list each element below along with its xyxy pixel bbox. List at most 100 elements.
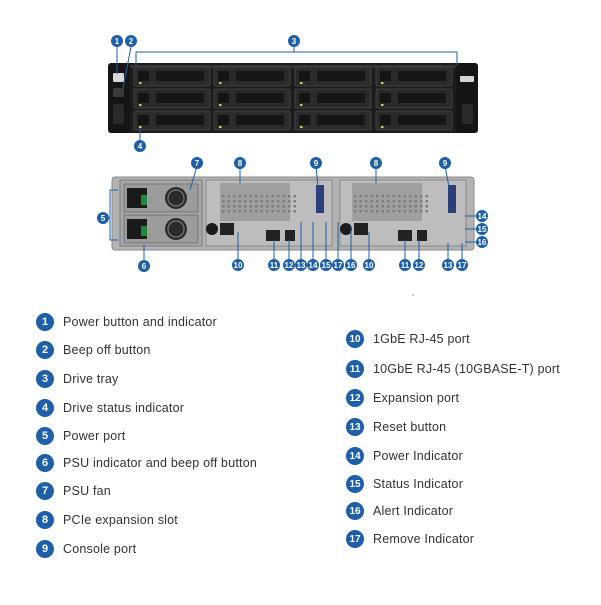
svg-text:9: 9 bbox=[314, 159, 319, 168]
drive-status-led bbox=[139, 126, 142, 128]
svg-text:3: 3 bbox=[292, 37, 297, 46]
legend-badge: 13 bbox=[346, 418, 364, 436]
legend-label: PSU indicator and beep off button bbox=[63, 456, 258, 470]
drive-status-led bbox=[219, 82, 222, 84]
drive-tray bbox=[294, 66, 372, 87]
drive-tray-grid bbox=[133, 66, 453, 131]
drive-tray bbox=[375, 88, 453, 109]
legend-badge: 8 bbox=[36, 511, 54, 529]
legend-label: Alert Indicator bbox=[373, 504, 454, 518]
legend-label: Status Indicator bbox=[373, 477, 464, 491]
legend-badge: 17 bbox=[346, 530, 364, 548]
drive-tray bbox=[213, 88, 291, 109]
callout-badge-11: 11 bbox=[399, 259, 411, 271]
legend-badge: 9 bbox=[36, 540, 54, 558]
legend-label: Console port bbox=[63, 542, 137, 556]
drive-tray bbox=[294, 110, 372, 131]
callout-badge-17: 17 bbox=[456, 259, 468, 271]
beep-off-button-icon bbox=[113, 88, 124, 97]
console-port-1-icon bbox=[316, 185, 324, 213]
svg-text:5: 5 bbox=[101, 214, 106, 223]
drive-status-led bbox=[381, 126, 384, 128]
svg-text:1: 1 bbox=[115, 37, 120, 46]
legend-badge: 1 bbox=[36, 313, 54, 331]
drive-status-led bbox=[381, 104, 384, 106]
svg-text:10: 10 bbox=[234, 261, 243, 270]
legend-badge: 10 bbox=[346, 330, 364, 348]
legend-label: Power port bbox=[63, 429, 126, 443]
callout-badge-8: 8 bbox=[234, 157, 246, 169]
svg-text:8: 8 bbox=[238, 159, 243, 168]
legend-label: 1GbE RJ-45 port bbox=[373, 332, 470, 346]
callout-badge-12: 12 bbox=[413, 259, 425, 271]
vent-grid bbox=[222, 195, 428, 213]
legend-item-17: 17 Remove Indicator bbox=[346, 530, 474, 548]
callout-badge-3: 3 bbox=[288, 35, 300, 47]
callout-badge-1: 1 bbox=[111, 35, 123, 47]
callout-badge-8: 8 bbox=[370, 157, 382, 169]
legend-item-16: 16 Alert Indicator bbox=[346, 502, 453, 520]
legend-badge: 11 bbox=[346, 360, 364, 378]
callout-badge-2: 2 bbox=[125, 35, 137, 47]
legend-badge: 7 bbox=[36, 482, 54, 500]
callout-badge-14: 14 bbox=[476, 210, 488, 222]
callout-badge-9: 9 bbox=[439, 157, 451, 169]
drive-status-led bbox=[381, 82, 384, 84]
callout-badge-13: 13 bbox=[442, 259, 454, 271]
legend-label: Drive tray bbox=[63, 372, 119, 386]
drive-status-led bbox=[219, 104, 222, 106]
drive-status-led bbox=[300, 82, 303, 84]
svg-text:13: 13 bbox=[297, 261, 306, 270]
svg-text:9: 9 bbox=[443, 159, 448, 168]
legend-item-5: 5 Power port bbox=[36, 427, 125, 445]
svg-text:10: 10 bbox=[365, 261, 374, 270]
svg-text:17: 17 bbox=[334, 261, 343, 270]
legend-badge: 6 bbox=[36, 454, 54, 472]
legend-badge: 5 bbox=[36, 427, 54, 445]
svg-text:12: 12 bbox=[285, 261, 294, 270]
drive-tray bbox=[294, 88, 372, 109]
legend-label: Reset button bbox=[373, 420, 447, 434]
legend-item-1: 1 Power button and indicator bbox=[36, 313, 217, 331]
legend-item-13: 13 Reset button bbox=[346, 418, 446, 436]
svg-text:2: 2 bbox=[129, 37, 134, 46]
callout-badge-16: 16 bbox=[476, 236, 488, 248]
drive-tray bbox=[375, 66, 453, 87]
drive-tray bbox=[213, 66, 291, 87]
legend-label: Remove Indicator bbox=[373, 532, 475, 546]
legend-badge: 16 bbox=[346, 502, 364, 520]
legend-label: Power button and indicator bbox=[63, 315, 217, 329]
drive-status-led bbox=[139, 104, 142, 106]
svg-text:14: 14 bbox=[478, 212, 487, 221]
drive-tray bbox=[133, 88, 211, 109]
drive-tray bbox=[133, 110, 211, 131]
legend-badge: 15 bbox=[346, 475, 364, 493]
svg-text:11: 11 bbox=[270, 261, 279, 270]
callout-lines bbox=[103, 46, 478, 263]
console-port-2-icon bbox=[448, 185, 456, 213]
legend-label: Expansion port bbox=[373, 391, 460, 405]
drive-tray bbox=[213, 110, 291, 131]
legend-item-12: 12 Expansion port bbox=[346, 389, 459, 407]
callout-badge-4: 4 bbox=[134, 140, 146, 152]
legend-badge: 3 bbox=[36, 370, 54, 388]
svg-text:4: 4 bbox=[138, 142, 143, 151]
svg-text:14: 14 bbox=[309, 261, 318, 270]
callout-badge-15: 15 bbox=[476, 223, 488, 235]
callout-badge-12: 12 bbox=[283, 259, 295, 271]
drive-tray bbox=[133, 66, 211, 87]
legend-badge: 12 bbox=[346, 389, 364, 407]
legend-badge: 2 bbox=[36, 341, 54, 359]
callout-badge-15: 15 bbox=[320, 259, 332, 271]
svg-text:15: 15 bbox=[322, 261, 331, 270]
callout-badge-10: 10 bbox=[232, 259, 244, 271]
callout-badge-9: 9 bbox=[310, 157, 322, 169]
